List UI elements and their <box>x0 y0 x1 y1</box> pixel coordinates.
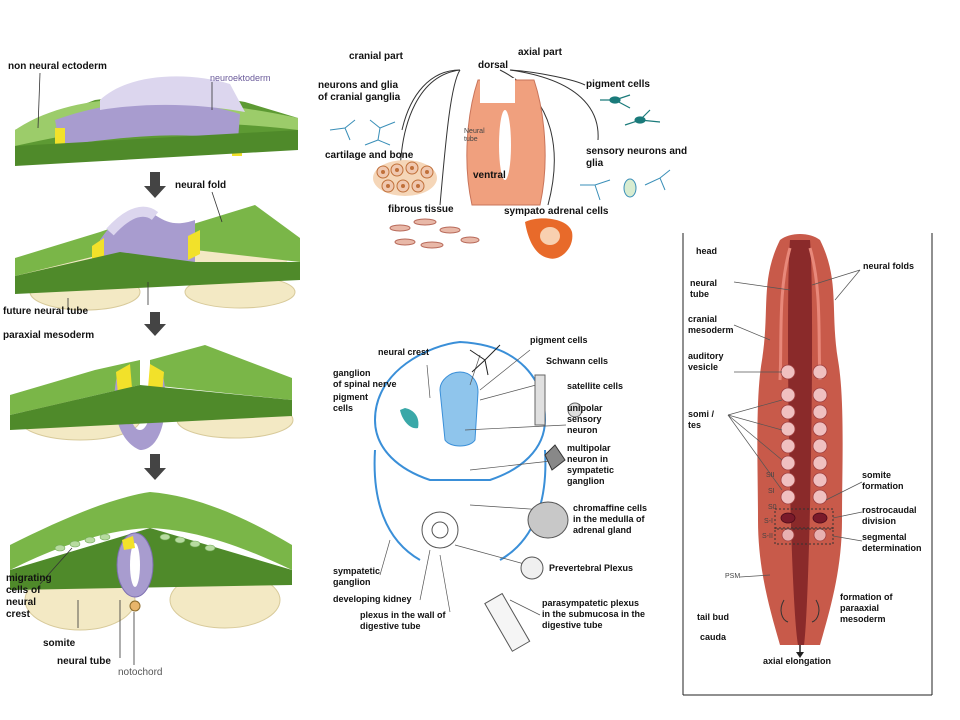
label-migrating-cells: migrating cells of neural crest <box>6 573 52 620</box>
label-cranial-part: cranial part <box>349 51 403 62</box>
label-dorsal: dorsal <box>478 60 509 71</box>
label-ventral: ventral <box>473 170 506 181</box>
label-sensory-neurons: sensory neurons and glia <box>586 146 688 169</box>
label-axial-part: axial part <box>518 47 562 58</box>
label-somite: somite <box>43 638 76 649</box>
pigment-cell-drawings <box>600 94 661 126</box>
unipolar-neuron-sketch <box>567 402 583 418</box>
label-neural-crest: neural crest <box>378 347 430 357</box>
label-satellite-cells: satellite cells <box>567 381 624 391</box>
label-ganglion-spinal: ganglion of spinal nerve <box>333 368 397 389</box>
somite-beads <box>780 364 828 505</box>
multipolar-neuron-sketch <box>544 444 566 471</box>
pigment-cell-sketch <box>469 344 501 376</box>
stage-folding <box>10 345 294 450</box>
label-s0: S0 <box>768 504 777 511</box>
label-parasympatetic: parasympatetic plexus in the submucosa i… <box>542 598 646 630</box>
label-somite-formation: somite formation <box>862 470 904 491</box>
label-cranial-mesoderm: cranial mesoderm <box>688 314 734 335</box>
label-neural-tube: neural tube <box>57 656 111 667</box>
label-neural-folds: neural folds <box>863 261 915 271</box>
plexus-sketch <box>520 556 544 580</box>
cranial-neurons <box>329 119 396 146</box>
chromaffine-sketch <box>527 501 569 539</box>
schwann-cell-sketch <box>534 374 546 426</box>
label-plexus-wall: plexus in the wall of digestive tube <box>360 610 446 631</box>
label-head: head <box>696 246 718 256</box>
label-multipolar: multipolar neuron in sympatetic ganglion <box>567 443 615 486</box>
derivatives-panel <box>329 69 671 259</box>
label-schwann-cells: Schwann cells <box>546 356 609 366</box>
label-neural-tube-inner: Neural tube <box>464 128 485 143</box>
label-psm: PSM <box>725 573 741 580</box>
label-pigment-cells-c: pigment cells <box>530 335 588 345</box>
label-notochord: notochord <box>118 667 163 678</box>
embryo-leaders <box>727 269 863 578</box>
label-s-minus-i: S-I <box>764 518 773 525</box>
label-neural-fold: neural fold <box>175 180 227 191</box>
label-s-i: SI <box>768 488 775 495</box>
label-neural-tube-d: neural tube <box>690 278 718 299</box>
label-fibrous-tissue: fibrous tissue <box>388 204 454 215</box>
cross-section-panel <box>373 340 583 652</box>
label-pigment-cells-left: pigment cells <box>333 392 368 413</box>
label-paraxial-mesoderm: paraxial mesoderm <box>3 330 95 341</box>
label-axial-elongation: axial elongation <box>763 656 832 666</box>
label-cauda: cauda <box>700 632 727 642</box>
stage-arrows <box>144 172 166 480</box>
label-sympato-adrenal: sympato adrenal cells <box>504 206 609 217</box>
label-cartilage-bone: cartilage and bone <box>325 150 414 161</box>
neurulation-panel <box>10 72 300 665</box>
label-somites: somi / tes <box>688 409 715 430</box>
label-developing-kidney: developing kidney <box>333 594 412 604</box>
label-segmental: segmental determination <box>862 532 922 553</box>
label-sympatetic-ganglion: sympatetic ganglion <box>333 566 381 587</box>
stage-closed-tube <box>10 492 292 631</box>
digestive-tube-sketch <box>484 592 531 652</box>
stage-neural-fold <box>15 205 300 311</box>
label-non-neural-ectoderm: non neural ectoderm <box>8 61 107 72</box>
label-prevertebral: Prevertebral Plexus <box>549 563 634 573</box>
label-neuroektoderm: neuroektoderm <box>210 73 271 83</box>
label-pigment-cells-top: pigment cells <box>586 79 650 90</box>
sensory-neurons <box>580 169 671 201</box>
stage-neural-plate <box>15 76 298 166</box>
label-neurons-glia: neurons and glia of cranial ganglia <box>318 80 401 103</box>
label-future-neural-tube: future neural tube <box>3 306 89 317</box>
label-auditory-vesicle: auditory vesicle <box>688 351 724 372</box>
label-formation-paraaxial: formation of paraaxial mesoderm <box>840 592 893 624</box>
panel-a-leaders <box>37 72 223 665</box>
derivative-arrows <box>399 69 599 206</box>
label-tail-bud: tail bud <box>697 612 729 622</box>
label-s-ii: SII <box>766 472 775 479</box>
embryo-panel <box>682 233 933 696</box>
label-rostrocaudal: rostrocaudal division <box>862 505 917 526</box>
label-chromaffine: chromaffine cells in the medulla of adre… <box>573 503 648 535</box>
fibrous-tissue <box>389 218 480 249</box>
label-s-minus-ii: S-II <box>762 533 773 540</box>
label-unipolar: unipolar sensory neuron <box>567 403 603 435</box>
cartilage-cells <box>373 160 437 196</box>
